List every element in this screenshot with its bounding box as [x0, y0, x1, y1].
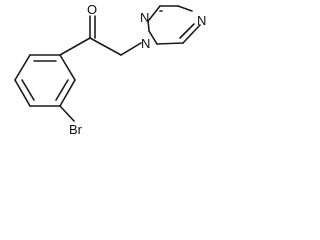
ring-double-bond: [21, 79, 35, 101]
ring-to-bromine-bond: [59, 105, 75, 122]
triazole-n4-label: N: [197, 13, 206, 28]
triazole-bond: [182, 24, 201, 44]
ch2-to-triazole-bond: [120, 42, 142, 56]
benzene-ring: [14, 54, 76, 107]
triazole-double-bond: [148, 5, 161, 21]
oxygen-label: O: [87, 2, 97, 17]
triazole-n2-label: N: [140, 10, 149, 25]
ring-bond: [59, 79, 76, 107]
triazole-bond: [156, 42, 184, 45]
triazole-bond: [177, 5, 193, 12]
ring-bond: [14, 79, 31, 107]
molecule-structure: O Br N N N: [0, 0, 248, 140]
triazole-ring: [147, 5, 201, 45]
structure-drawing: O Br N N N: [14, 2, 206, 137]
carbonyl-to-ch2-bond: [89, 37, 122, 56]
triazole-bond: [147, 19, 150, 32]
triazole-double-bond: [179, 23, 195, 39]
ring-bond: [59, 54, 76, 81]
ring-bond: [14, 54, 31, 81]
ring-to-carbonyl-bond: [59, 37, 91, 56]
bromine-label: Br: [69, 122, 83, 137]
triazole-n1-label: N: [141, 36, 150, 51]
ring-double-bond: [55, 79, 69, 101]
triazole-bond: [148, 30, 158, 45]
